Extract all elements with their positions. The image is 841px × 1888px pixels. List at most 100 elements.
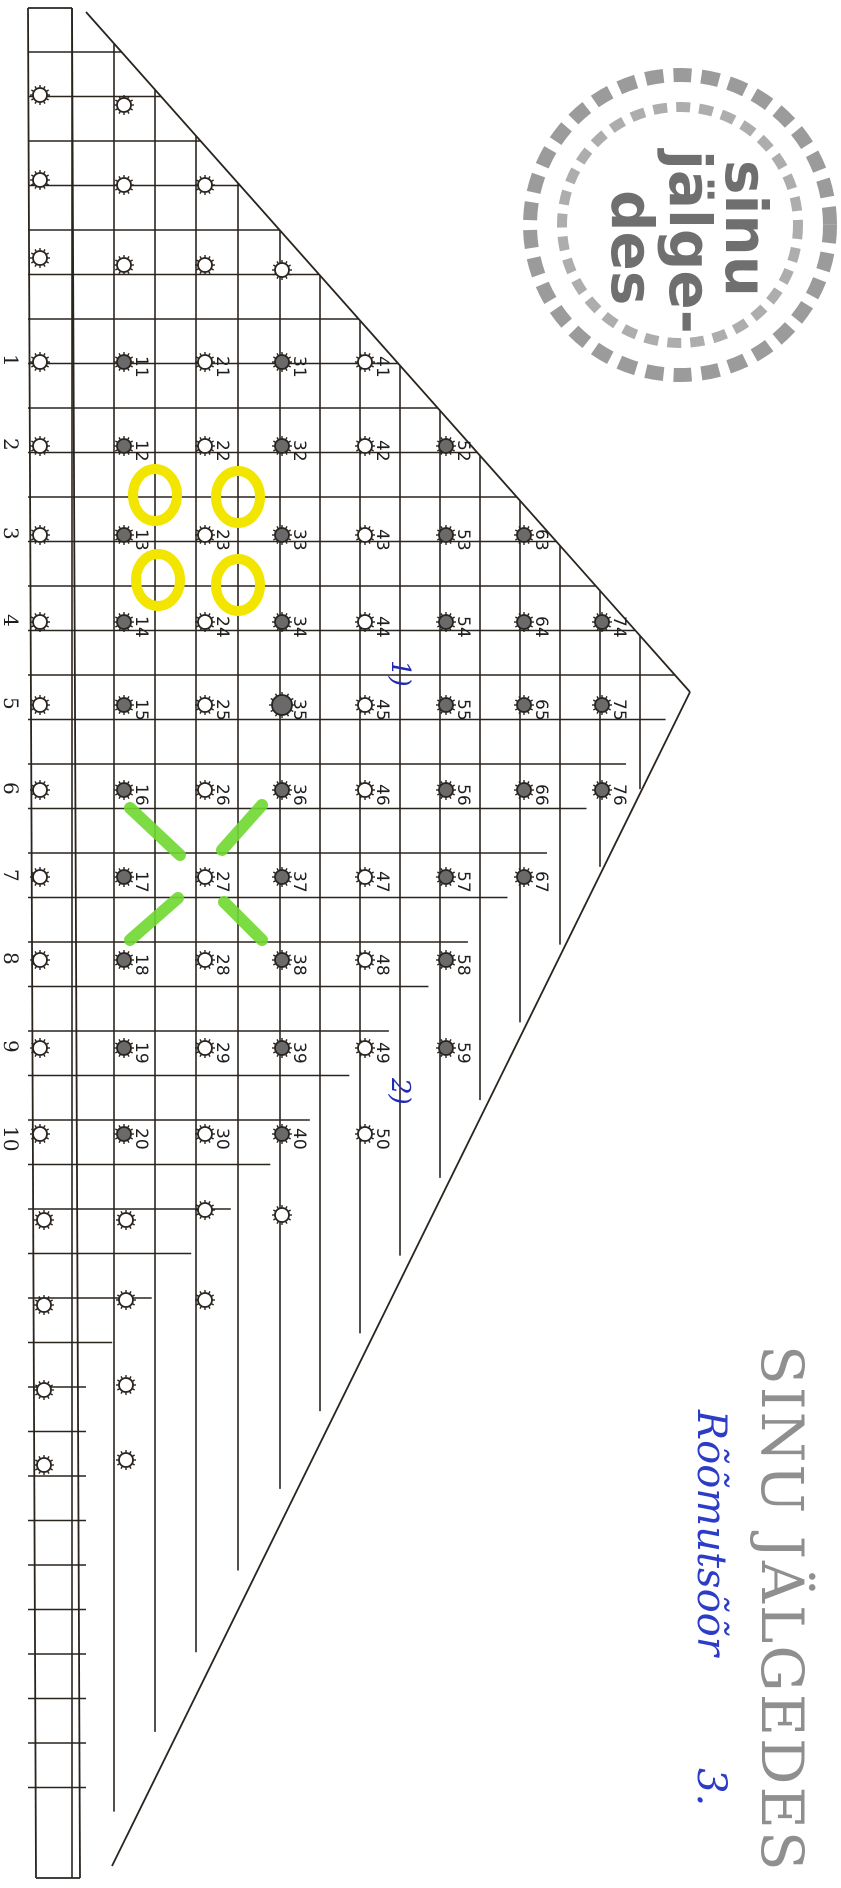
cell-number-56: 56 xyxy=(453,784,473,806)
stitch-symbol xyxy=(195,695,215,715)
stitch-symbol xyxy=(195,950,215,970)
cell-number-42: 42 xyxy=(372,440,392,462)
cell-number-13: 13 xyxy=(131,529,151,551)
stitch-symbol xyxy=(195,1124,215,1144)
stitch-symbol xyxy=(195,612,215,632)
cell-number-41: 41 xyxy=(372,356,392,378)
cell-number-39: 39 xyxy=(289,1042,309,1064)
cell-number-36: 36 xyxy=(289,784,309,806)
stitch-symbol xyxy=(272,260,292,280)
stitch-symbol xyxy=(114,1038,134,1058)
cell-number-33: 33 xyxy=(289,529,309,551)
row-label-8: 8 xyxy=(0,952,23,965)
stitch-symbol xyxy=(355,1124,375,1144)
page-subtitle-number: 3. xyxy=(688,1768,734,1806)
stitch-symbol xyxy=(355,780,375,800)
row-label-10: 10 xyxy=(0,1126,23,1151)
stitch-symbol xyxy=(195,175,215,195)
stitch-symbol xyxy=(30,780,50,800)
stitch-symbol xyxy=(436,950,456,970)
cell-number-23: 23 xyxy=(212,529,232,551)
stitch-symbol xyxy=(34,1455,54,1475)
frame-left-edge xyxy=(28,8,36,1878)
cell-number-37: 37 xyxy=(289,871,309,893)
cell-number-35: 35 xyxy=(289,699,309,721)
cell-number-15: 15 xyxy=(131,699,151,721)
stamp-logo: sinu jälge- des xyxy=(530,75,830,375)
annotation-mark-2: 2) xyxy=(385,1077,415,1105)
cell-number-38: 38 xyxy=(289,954,309,976)
cell-number-22: 22 xyxy=(212,440,232,462)
yellow-highlight-ring xyxy=(136,554,180,606)
stitch-symbol xyxy=(514,695,534,715)
cell-number-52: 52 xyxy=(453,440,473,462)
cell-number-49: 49 xyxy=(372,1042,392,1064)
cell-number-75: 75 xyxy=(609,699,629,721)
stitch-symbol xyxy=(34,1210,54,1230)
stitch-symbol xyxy=(272,867,292,887)
stitch-symbol xyxy=(30,695,50,715)
stitch-symbol xyxy=(30,170,50,190)
cell-number-43: 43 xyxy=(372,529,392,551)
cell-number-67: 67 xyxy=(531,871,551,893)
stitch-symbol xyxy=(355,867,375,887)
cell-number-34: 34 xyxy=(289,616,309,638)
stitch-symbol xyxy=(514,612,534,632)
page-subtitle: Rõõmutsõõr xyxy=(688,1409,734,1659)
stitch-symbol xyxy=(114,352,134,372)
row-label-4: 4 xyxy=(0,614,23,627)
cell-number-18: 18 xyxy=(131,954,151,976)
stitch-symbol xyxy=(114,867,134,887)
stamp-line-3: des xyxy=(598,190,666,305)
stitch-symbol xyxy=(195,867,215,887)
stitch-symbol xyxy=(592,612,612,632)
cell-number-25: 25 xyxy=(212,699,232,721)
stitch-symbol xyxy=(195,1038,215,1058)
stitch-symbol xyxy=(114,695,134,715)
cell-number-26: 26 xyxy=(212,784,232,806)
cell-number-57: 57 xyxy=(453,871,473,893)
stitch-symbol xyxy=(114,780,134,800)
cell-number-53: 53 xyxy=(453,529,473,551)
cell-number-63: 63 xyxy=(531,529,551,551)
stitch-symbol xyxy=(116,1290,136,1310)
cell-number-16: 16 xyxy=(131,784,151,806)
cell-number-28: 28 xyxy=(212,954,232,976)
stitch-symbol xyxy=(30,612,50,632)
cell-number-20: 20 xyxy=(131,1128,151,1150)
annotation-mark-1: 1) xyxy=(385,660,415,687)
stitch-symbol xyxy=(592,780,612,800)
stitch-symbol xyxy=(355,695,375,715)
stitch-symbol xyxy=(195,255,215,275)
cell-number-55: 55 xyxy=(453,699,473,721)
cell-number-24: 24 xyxy=(212,616,232,638)
stitch-symbol xyxy=(272,950,292,970)
row-label-3: 3 xyxy=(0,527,23,540)
cell-number-58: 58 xyxy=(453,954,473,976)
stitch-symbol xyxy=(116,1210,136,1230)
cell-number-44: 44 xyxy=(372,616,392,638)
stitch-symbol xyxy=(30,248,50,268)
cell-number-30: 30 xyxy=(212,1128,232,1150)
stitch-symbol xyxy=(195,1200,215,1220)
cell-number-64: 64 xyxy=(531,616,551,638)
stitch-symbol xyxy=(355,612,375,632)
cell-number-31: 31 xyxy=(289,356,309,378)
stitch-symbol xyxy=(355,352,375,372)
cell-number-14: 14 xyxy=(131,616,151,638)
cell-number-76: 76 xyxy=(609,784,629,806)
stitch-symbol xyxy=(30,352,50,372)
stitch-symbol xyxy=(436,695,456,715)
row-label-1: 1 xyxy=(0,354,23,367)
green-highlight-stroke xyxy=(130,898,178,940)
stitch-symbol xyxy=(195,780,215,800)
cell-number-54: 54 xyxy=(453,616,473,638)
frame-diagonal-bottom xyxy=(112,692,690,1866)
cell-number-29: 29 xyxy=(212,1042,232,1064)
stitch-symbol xyxy=(436,612,456,632)
cell-number-48: 48 xyxy=(372,954,392,976)
cell-number-45: 45 xyxy=(372,699,392,721)
stitch-symbol xyxy=(116,1375,136,1395)
